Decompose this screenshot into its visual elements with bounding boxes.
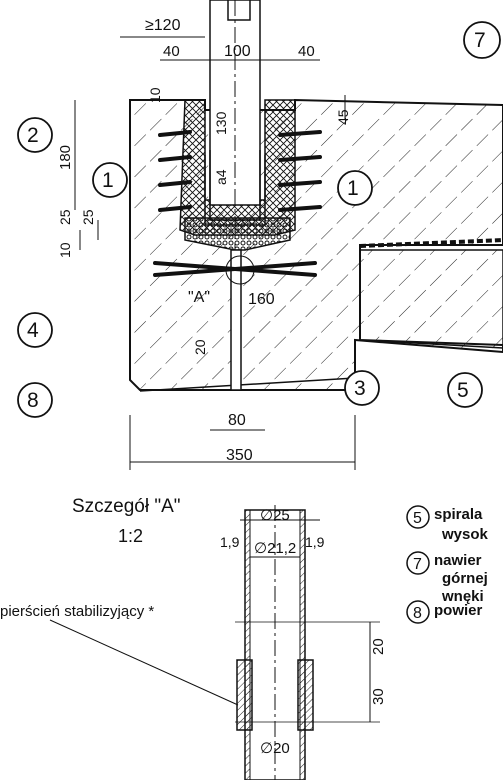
- callout-8: 8: [27, 389, 39, 412]
- callout-1-right: 1: [347, 177, 359, 200]
- callout-7: 7: [474, 29, 486, 52]
- legend-5-line2: wysok: [442, 526, 488, 543]
- legend-7-line2: górnej: [442, 570, 488, 587]
- marker-a: "A": [188, 289, 210, 306]
- dim-130: 130: [213, 111, 229, 135]
- legend-7-text: nawier: [434, 552, 482, 569]
- legend-8-text: powier: [434, 602, 483, 619]
- dim-a4: a4: [213, 169, 229, 185]
- dim-min-120: ≥120: [145, 17, 181, 34]
- dim-350: 350: [226, 447, 253, 464]
- callout-4: 4: [27, 319, 39, 342]
- ring-label: pierścień stabilizyjący *: [0, 603, 155, 620]
- legend-circles: [406, 505, 430, 624]
- dim-25-a: 25: [57, 209, 73, 225]
- dim-180: 180: [57, 145, 74, 170]
- detail-h20: 20: [370, 638, 387, 655]
- detail-d25: ∅25: [260, 507, 290, 524]
- callout-3: 3: [354, 377, 366, 400]
- legend-5-text: spirala: [434, 506, 483, 523]
- detail-wall-right: 1,9: [305, 534, 325, 550]
- callout-1-left: 1: [102, 169, 114, 192]
- detail-d20: ∅20: [260, 740, 290, 757]
- dim-100: 100: [224, 43, 251, 60]
- dim-25-b: 25: [80, 209, 96, 225]
- legend-7-line3: wnęki: [442, 588, 484, 605]
- dimension-lines: [74, 36, 356, 470]
- callout-5: 5: [457, 379, 469, 402]
- detail-scale: 1:2: [118, 526, 144, 546]
- dim-10-left: 10: [57, 242, 73, 258]
- gravel-fill: [184, 217, 291, 251]
- callout-2: 2: [27, 124, 39, 147]
- detail-a-pipe: [235, 505, 380, 780]
- detail-wall-left: 1,9: [220, 534, 240, 550]
- dim-40-right: 40: [298, 43, 315, 60]
- dim-20-vert: 20: [192, 339, 208, 355]
- dim-45: 45: [335, 109, 351, 125]
- spiral-bars: [153, 130, 322, 277]
- legend-8-number: 8: [413, 605, 422, 622]
- detail-title: Szczegół "A": [72, 496, 181, 517]
- dim-10-top: 10: [147, 87, 163, 103]
- detail-h30: 30: [370, 688, 387, 705]
- dim-160: 160: [248, 291, 275, 308]
- legend-5-number: 5: [413, 510, 422, 527]
- dim-40-left: 40: [163, 43, 180, 60]
- legend-7-number: 7: [413, 556, 422, 573]
- dim-80: 80: [228, 412, 246, 429]
- detail-d21: ∅21,2: [254, 540, 296, 557]
- callouts: [17, 21, 501, 418]
- pipe: [204, 0, 266, 391]
